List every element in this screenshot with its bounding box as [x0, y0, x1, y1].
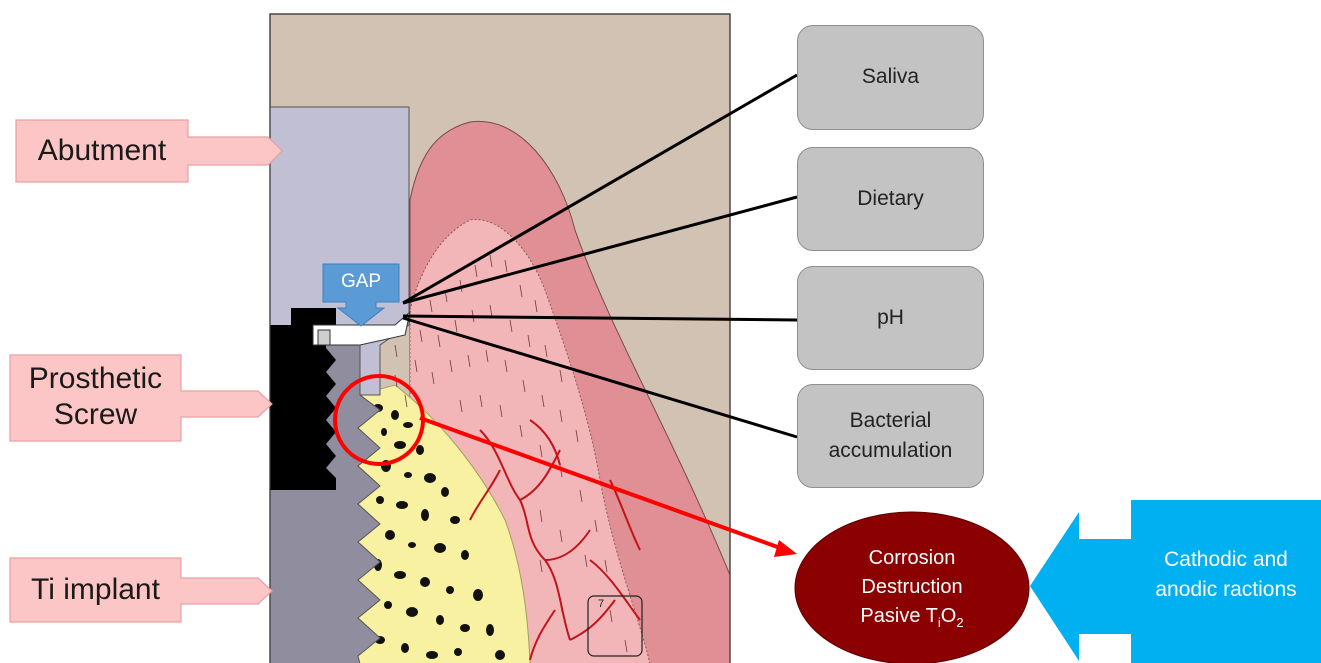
- factor-saliva-text: Saliva: [862, 62, 919, 92]
- corrosion-line-2: Destruction: [795, 573, 1029, 602]
- factor-ph-text: pH: [877, 303, 904, 333]
- gap-label: GAP: [323, 266, 399, 298]
- corrosion-text: Corrosion Destruction Pasive TiO2: [795, 544, 1029, 633]
- factor-saliva: Saliva: [797, 25, 984, 130]
- factor-bacterial: Bacterial accumulation: [797, 384, 984, 488]
- gap-small-square: [318, 330, 330, 345]
- corrosion-line-3-prefix: Pasive T: [860, 605, 937, 627]
- factor-dietary: Dietary: [797, 147, 984, 251]
- corrosion-line-3: Pasive TiO2: [795, 602, 1029, 633]
- reaction-text: Cathodic and anodic ractions: [1131, 545, 1321, 606]
- corrosion-sub-2: 2: [956, 615, 963, 630]
- abutment-label: Abutment: [16, 133, 188, 169]
- factor-ph: pH: [797, 266, 984, 370]
- factor-bacterial-text: Bacterial accumulation: [820, 406, 961, 467]
- prosthetic-screw-label: Prosthetic Screw: [10, 361, 181, 433]
- corrosion-line-3-mid: O: [941, 605, 957, 627]
- callout-mark: 7: [598, 598, 604, 610]
- corrosion-line-1: Corrosion: [795, 544, 1029, 573]
- corrosion-arrow-head: [774, 540, 797, 557]
- factor-dietary-text: Dietary: [857, 184, 924, 214]
- ti-implant-label: Ti implant: [10, 572, 181, 608]
